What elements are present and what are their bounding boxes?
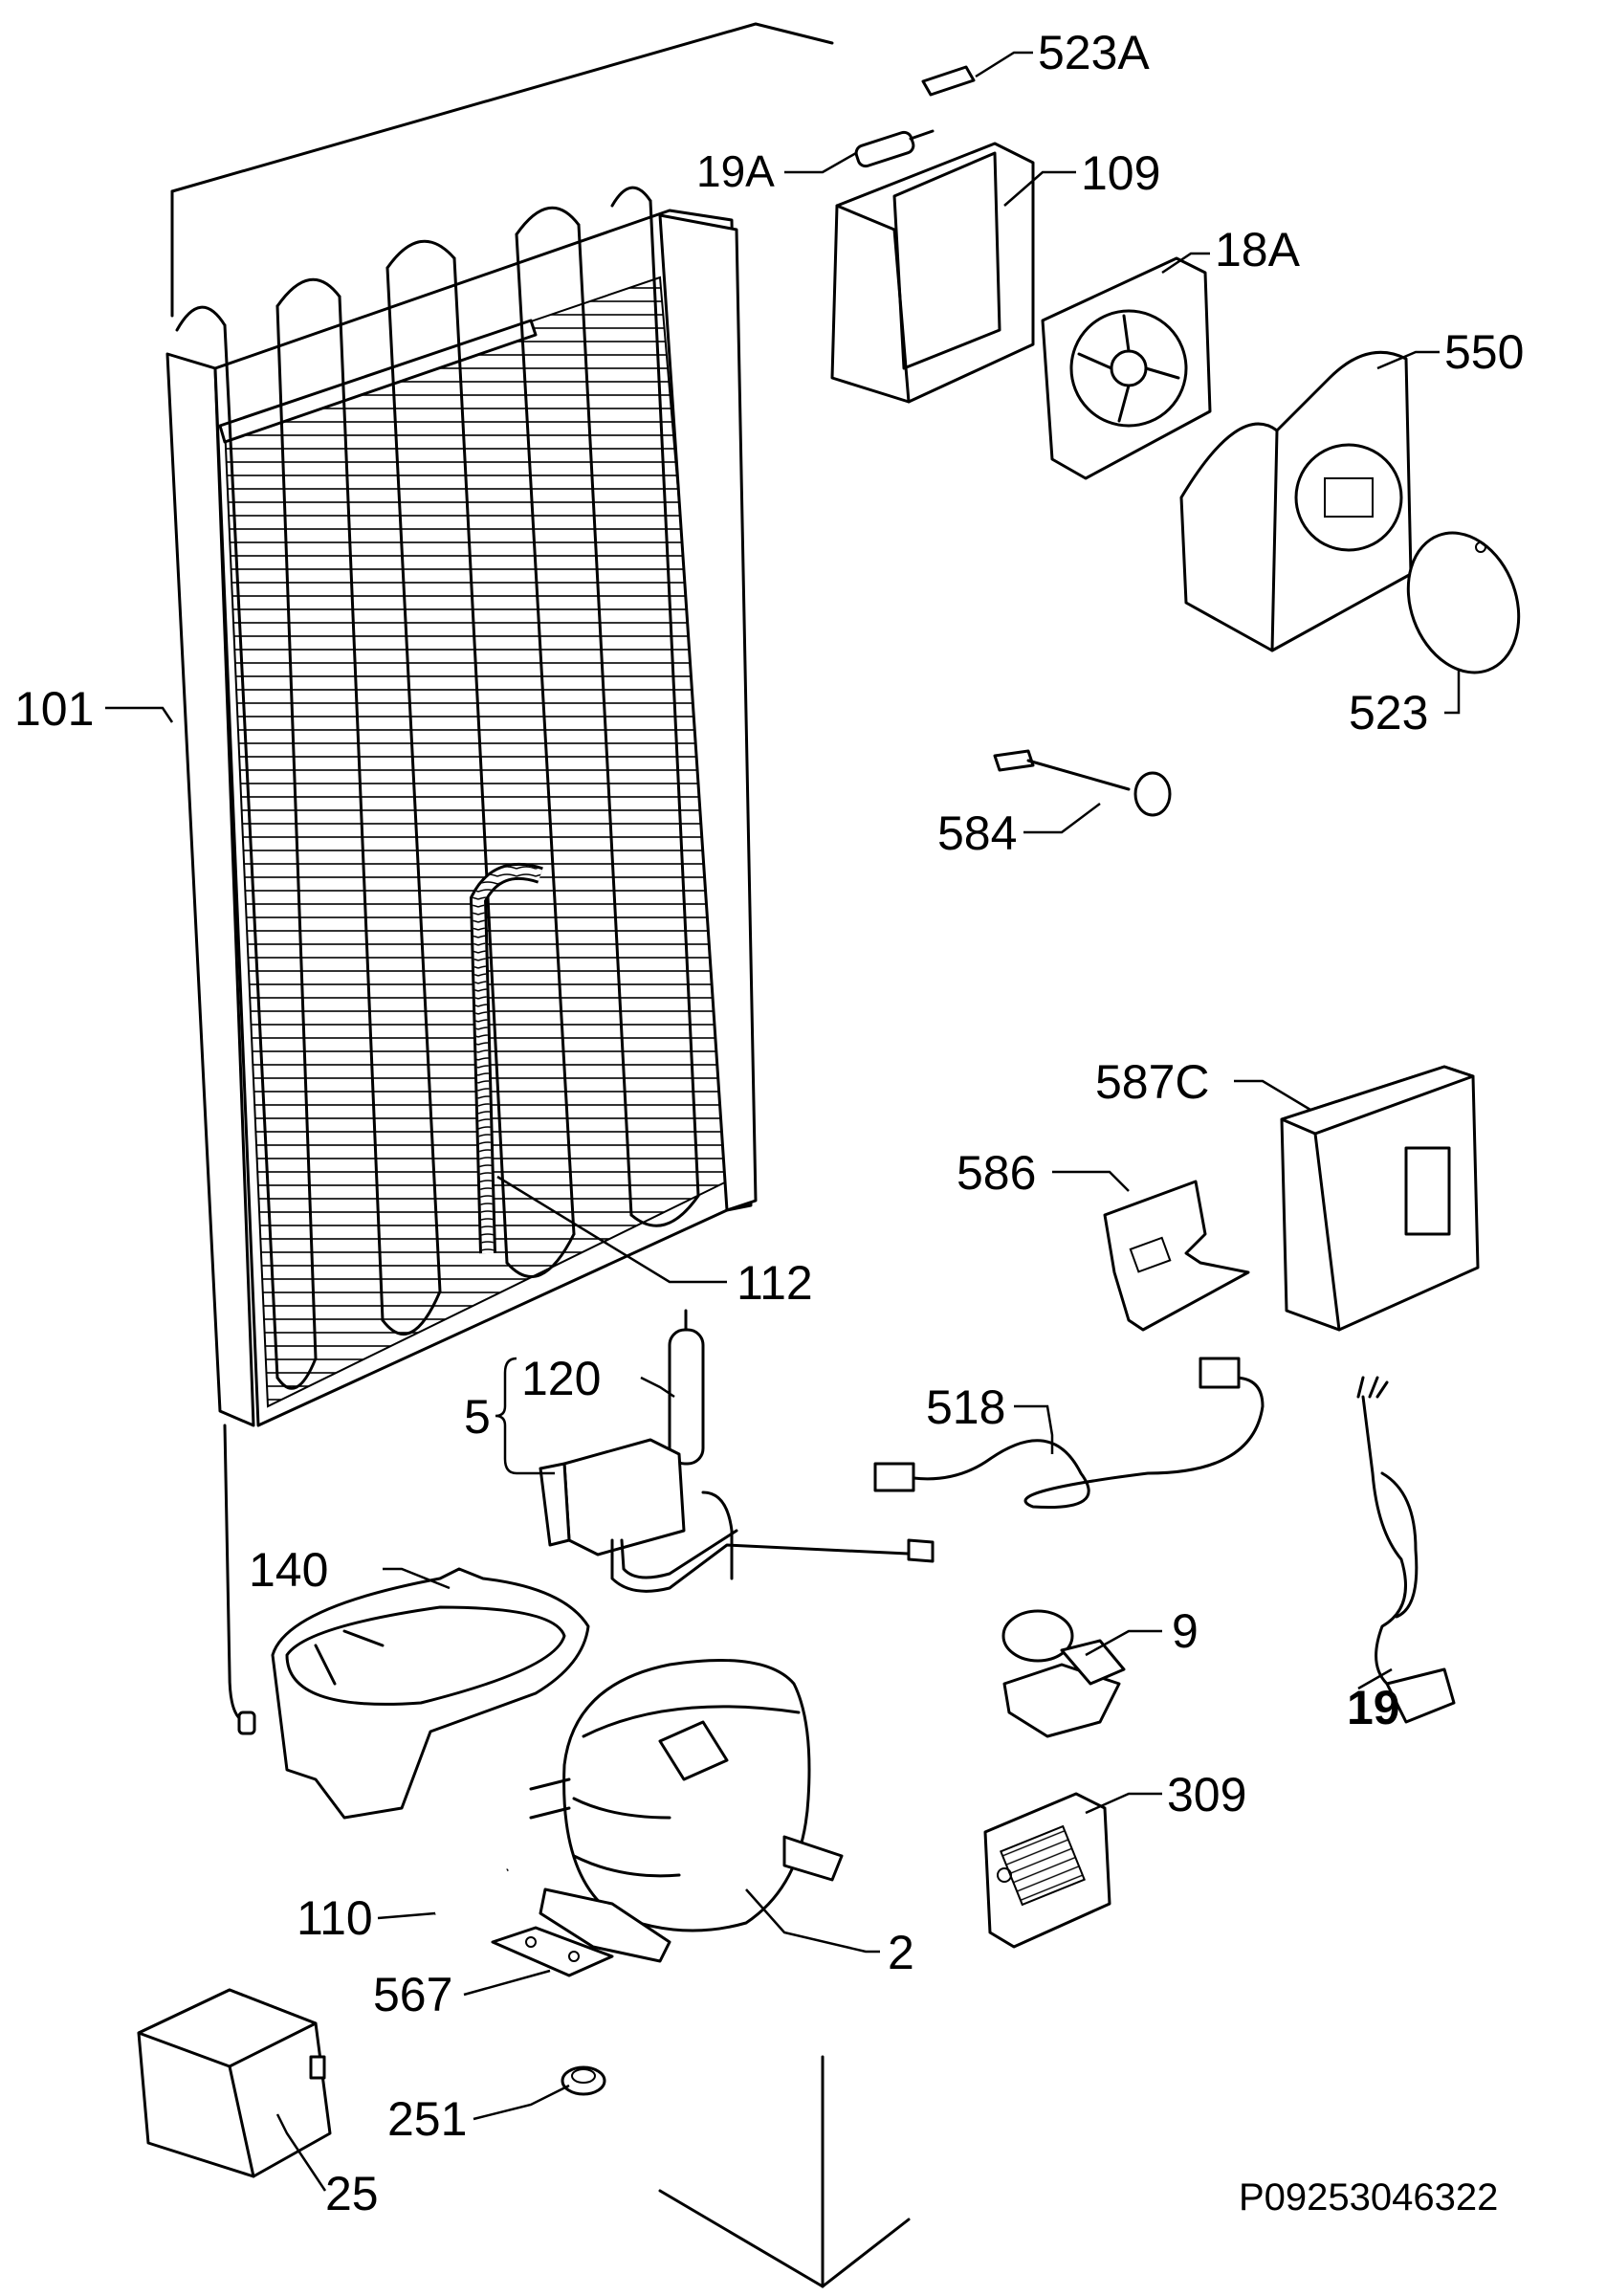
label-251: 251	[387, 2092, 467, 2146]
label-586: 586	[957, 1146, 1036, 1200]
drawing-code: P09253046322	[1239, 2176, 1498, 2219]
label-19: 19	[1347, 1681, 1400, 1734]
label-101: 101	[14, 682, 94, 736]
part-9-clamp	[1001, 1609, 1126, 1738]
label-110: 110	[297, 1891, 373, 1945]
part-251-grommet	[561, 2065, 606, 2096]
label-25: 25	[325, 2167, 379, 2220]
drain-hose	[469, 862, 543, 1254]
part-109-housing	[830, 142, 1035, 404]
condenser-coil	[165, 186, 758, 1735]
part-584-sensor	[993, 749, 1172, 817]
label-120: 120	[521, 1352, 601, 1405]
label-567: 567	[373, 1968, 452, 2021]
label-2: 2	[888, 1926, 914, 1979]
label-109: 109	[1081, 146, 1160, 200]
part-523-disc	[1406, 531, 1521, 674]
part-120-drier	[668, 1309, 705, 1466]
label-18A: 18A	[1215, 223, 1301, 276]
part-140-tray	[271, 1567, 590, 1820]
coil-tube-loops	[175, 186, 700, 1390]
part-518-harness	[873, 1357, 1265, 1510]
part-550-cover	[1179, 350, 1413, 652]
label-140: 140	[249, 1543, 328, 1597]
label-523A: 523A	[1038, 26, 1150, 79]
label-9: 9	[1172, 1604, 1199, 1658]
label-587C: 587C	[1095, 1055, 1210, 1109]
part-586-board	[1103, 1180, 1250, 1332]
part-523A	[921, 65, 976, 97]
label-550: 550	[1444, 325, 1524, 379]
label-19A: 19A	[696, 146, 775, 196]
part-567-plate	[491, 1926, 614, 1977]
label-523: 523	[1349, 686, 1428, 740]
cabinet-outline	[170, 22, 911, 2288]
part-labels: 523A 19A 109 18A 550 523 101 584 587C 58…	[14, 26, 1524, 2220]
label-584: 584	[937, 806, 1017, 860]
label-112: 112	[737, 1256, 813, 1310]
part-18A-fan	[1041, 256, 1212, 480]
label-518: 518	[926, 1380, 1005, 1434]
label-309: 309	[1167, 1768, 1246, 1821]
leader-lines	[105, 51, 1461, 2192]
part-110-pipe	[433, 1867, 509, 1916]
part-5-relay	[539, 1438, 935, 1593]
part-19A	[854, 129, 935, 168]
part-19-power-cord	[1356, 1376, 1456, 1724]
part-309-module	[983, 1792, 1111, 1949]
label-5: 5	[464, 1390, 491, 1444]
part-2-compressor	[529, 1659, 844, 1963]
part-587C-box	[1280, 1065, 1480, 1332]
part-25-box	[137, 1988, 332, 2178]
